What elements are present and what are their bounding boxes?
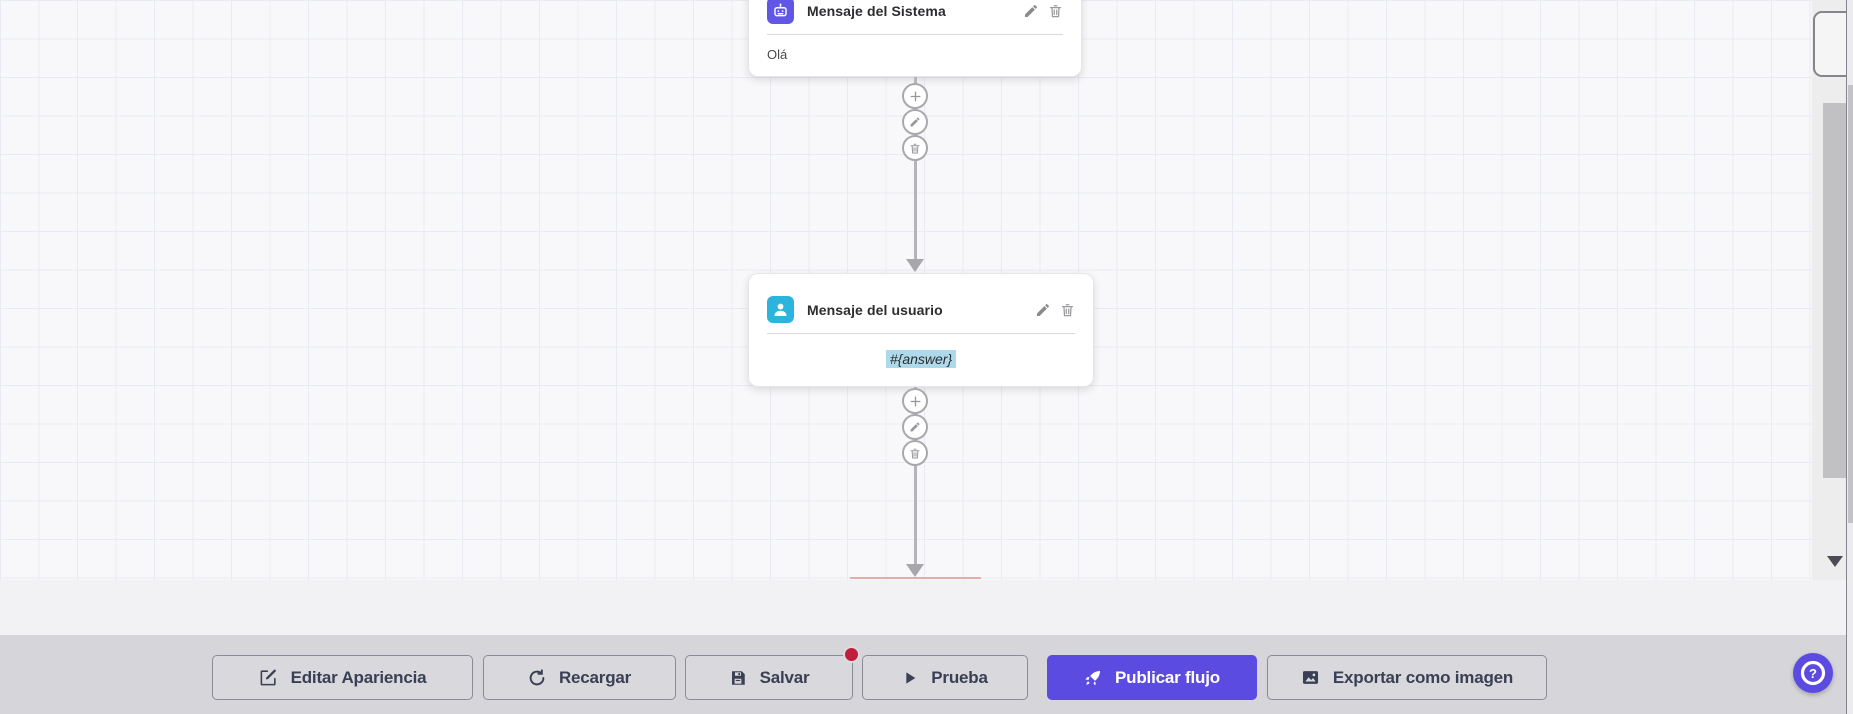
edit-icon — [260, 669, 276, 686]
robot-icon — [767, 0, 794, 24]
node-header: Mensaje del usuario — [767, 296, 1075, 323]
edit-node-icon[interactable] — [1023, 3, 1039, 19]
node-title: Mensaje del usuario — [807, 301, 943, 318]
scroll-down-arrow-icon[interactable] — [1827, 556, 1843, 567]
connector-arrow-icon — [906, 564, 924, 577]
button-label: Prueba — [931, 667, 988, 687]
window-scrollbar-thumb[interactable] — [1848, 85, 1853, 523]
node-body-text: Olá — [767, 47, 788, 62]
node-header: Mensaje del Sistema — [767, 0, 1063, 24]
window-scrollbar-track[interactable] — [1846, 0, 1853, 714]
flow-canvas[interactable]: Mensaje del Sistema Olá — [0, 0, 1812, 580]
connector-line — [914, 77, 917, 260]
edit-step-button[interactable] — [902, 109, 928, 135]
button-label: Exportar como imagen — [1332, 667, 1514, 687]
help-button[interactable]: ? — [1793, 653, 1833, 693]
node-divider — [767, 34, 1063, 35]
delete-node-icon[interactable] — [1060, 302, 1075, 318]
delete-step-button[interactable] — [902, 135, 928, 161]
save-button[interactable]: Salvar — [685, 655, 853, 700]
play-icon — [906, 671, 916, 684]
question-mark-icon: ? — [1809, 666, 1817, 681]
user-icon — [767, 296, 794, 323]
next-node-edge — [850, 577, 981, 579]
node-body-text: #{answer} — [749, 334, 1093, 381]
node-system-message[interactable]: Mensaje del Sistema Olá — [748, 0, 1082, 77]
refresh-icon — [529, 668, 545, 685]
add-step-button[interactable] — [902, 388, 928, 414]
connector-arrow-icon — [906, 259, 924, 272]
test-button[interactable]: Prueba — [862, 655, 1028, 700]
connector-line — [914, 387, 917, 565]
button-label: Publicar flujo — [1115, 667, 1220, 687]
image-icon — [1302, 671, 1318, 684]
button-label: Salvar — [759, 667, 810, 687]
button-label: Editar Apariencia — [290, 667, 427, 687]
bottom-strip — [0, 580, 1853, 635]
save-icon — [731, 670, 745, 685]
delete-node-icon[interactable] — [1048, 3, 1063, 19]
canvas-scrollbar-thumb[interactable] — [1823, 103, 1847, 478]
answer-variable-chip[interactable]: #{answer} — [885, 350, 957, 368]
reload-button[interactable]: Recargar — [483, 655, 676, 700]
node-title: Mensaje del Sistema — [807, 2, 946, 19]
bottom-toolbar: Editar Apariencia Recargar Salvar Prueba — [0, 635, 1853, 714]
edit-step-button[interactable] — [902, 414, 928, 440]
publish-flow-button[interactable]: Publicar flujo — [1047, 655, 1257, 700]
node-divider — [767, 333, 1075, 334]
button-label: Recargar — [558, 667, 632, 687]
edit-appearance-button[interactable]: Editar Apariencia — [212, 655, 473, 700]
unsaved-changes-badge — [843, 646, 860, 663]
export-image-button[interactable]: Exportar como imagen — [1267, 655, 1547, 700]
delete-step-button[interactable] — [902, 440, 928, 466]
edit-node-icon[interactable] — [1035, 302, 1051, 318]
node-user-message[interactable]: Mensaje del usuario #{answer} — [748, 273, 1094, 387]
rocket-icon — [1085, 670, 1101, 685]
add-step-button[interactable] — [902, 83, 928, 109]
